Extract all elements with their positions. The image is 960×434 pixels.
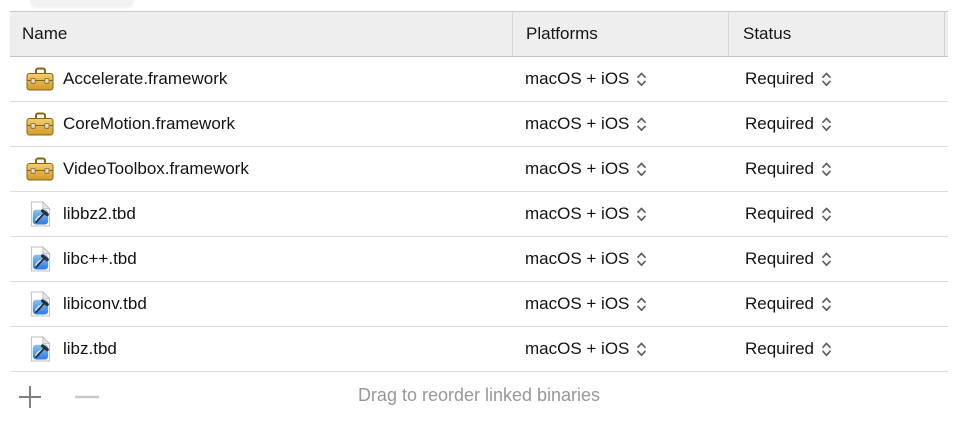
status-popup-button[interactable]: Required — [745, 249, 832, 269]
binary-name-label: libc++.tbd — [63, 249, 137, 268]
status-cell: Required — [728, 159, 948, 179]
plus-icon — [19, 386, 41, 408]
scrolled-control-remnant — [30, 0, 134, 7]
status-popup-button[interactable]: Required — [745, 159, 832, 179]
platforms-popup-button[interactable]: macOS + iOS — [525, 204, 647, 224]
platforms-cell: macOS + iOS — [512, 294, 728, 314]
table-row[interactable]: Accelerate.framework macOS + iOS Require… — [10, 57, 948, 102]
minus-icon — [75, 395, 99, 399]
column-header-name: Name — [22, 24, 68, 43]
platforms-cell: macOS + iOS — [512, 69, 728, 89]
binary-name-label: VideoToolbox.framework — [63, 159, 249, 178]
framework-toolbox-icon — [26, 66, 54, 93]
binary-name-cell: CoreMotion.framework — [10, 111, 512, 138]
status-popup-button[interactable]: Required — [745, 69, 832, 89]
popup-chevrons-icon — [637, 207, 647, 221]
table-row[interactable]: libbz2.tbd macOS + iOS Required — [10, 192, 948, 237]
tbd-document-icon — [26, 290, 54, 318]
status-popup-button[interactable]: Required — [745, 204, 832, 224]
tbd-document-icon — [26, 200, 54, 228]
platforms-popup-button[interactable]: macOS + iOS — [525, 339, 647, 359]
status-cell: Required — [728, 69, 948, 89]
binary-name-cell: libc++.tbd — [10, 245, 512, 273]
table-row[interactable]: libz.tbd macOS + iOS Required — [10, 327, 948, 372]
popup-chevrons-icon — [637, 117, 647, 131]
status-cell: Required — [728, 204, 948, 224]
table-footer: Drag to reorder linked binaries — [10, 372, 948, 434]
popup-chevrons-icon — [822, 207, 831, 221]
binary-name-cell: Accelerate.framework — [10, 66, 512, 93]
status-cell: Required — [728, 339, 948, 359]
popup-chevrons-icon — [822, 117, 831, 131]
popup-chevrons-icon — [822, 252, 831, 266]
binary-name-label: Accelerate.framework — [63, 69, 228, 88]
add-button[interactable] — [17, 384, 43, 410]
platforms-popup-button[interactable]: macOS + iOS — [525, 114, 647, 134]
tbd-document-icon — [26, 335, 54, 363]
popup-chevrons-icon — [822, 297, 831, 311]
status-popup-button[interactable]: Required — [745, 294, 832, 314]
popup-chevrons-icon — [637, 342, 647, 356]
platforms-cell: macOS + iOS — [512, 114, 728, 134]
status-cell: Required — [728, 249, 948, 269]
popup-chevrons-icon — [822, 342, 831, 356]
column-header-status: Status — [728, 12, 948, 56]
table-header: Name Platforms Status — [10, 11, 948, 57]
binary-name-label: libbz2.tbd — [63, 204, 136, 223]
popup-chevrons-icon — [637, 297, 647, 311]
table-row[interactable]: libc++.tbd macOS + iOS Required — [10, 237, 948, 282]
popup-chevrons-icon — [822, 162, 831, 176]
remove-button[interactable] — [74, 384, 100, 410]
table-row[interactable]: libiconv.tbd macOS + iOS Required — [10, 282, 948, 327]
table-row[interactable]: CoreMotion.framework macOS + iOS Require… — [10, 102, 948, 147]
binary-name-cell: libz.tbd — [10, 335, 512, 363]
platforms-popup-button[interactable]: macOS + iOS — [525, 159, 647, 179]
binary-name-label: libiconv.tbd — [63, 294, 147, 313]
status-popup-button[interactable]: Required — [745, 339, 832, 359]
header-right-separator — [944, 12, 945, 56]
platforms-popup-button[interactable]: macOS + iOS — [525, 249, 647, 269]
linked-binaries-table: Name Platforms Status Accelerate.framewo… — [10, 11, 948, 434]
platforms-cell: macOS + iOS — [512, 159, 728, 179]
binary-name-cell: libiconv.tbd — [10, 290, 512, 318]
platforms-cell: macOS + iOS — [512, 204, 728, 224]
tbd-document-icon — [26, 245, 54, 273]
popup-chevrons-icon — [637, 72, 647, 86]
table-row[interactable]: VideoToolbox.framework macOS + iOS Requi… — [10, 147, 948, 192]
platforms-popup-button[interactable]: macOS + iOS — [525, 69, 647, 89]
platforms-popup-button[interactable]: macOS + iOS — [525, 294, 647, 314]
status-popup-button[interactable]: Required — [745, 114, 832, 134]
binary-name-cell: VideoToolbox.framework — [10, 156, 512, 183]
popup-chevrons-icon — [637, 162, 647, 176]
binary-name-cell: libbz2.tbd — [10, 200, 512, 228]
status-cell: Required — [728, 114, 948, 134]
framework-toolbox-icon — [26, 156, 54, 183]
binary-name-label: libz.tbd — [63, 339, 117, 358]
platforms-cell: macOS + iOS — [512, 249, 728, 269]
binary-name-label: CoreMotion.framework — [63, 114, 235, 133]
drag-reorder-hint: Drag to reorder linked binaries — [357, 385, 601, 405]
framework-toolbox-icon — [26, 111, 54, 138]
column-header-platforms: Platforms — [512, 12, 728, 56]
platforms-cell: macOS + iOS — [512, 339, 728, 359]
popup-chevrons-icon — [822, 72, 831, 86]
status-cell: Required — [728, 294, 948, 314]
popup-chevrons-icon — [637, 252, 647, 266]
